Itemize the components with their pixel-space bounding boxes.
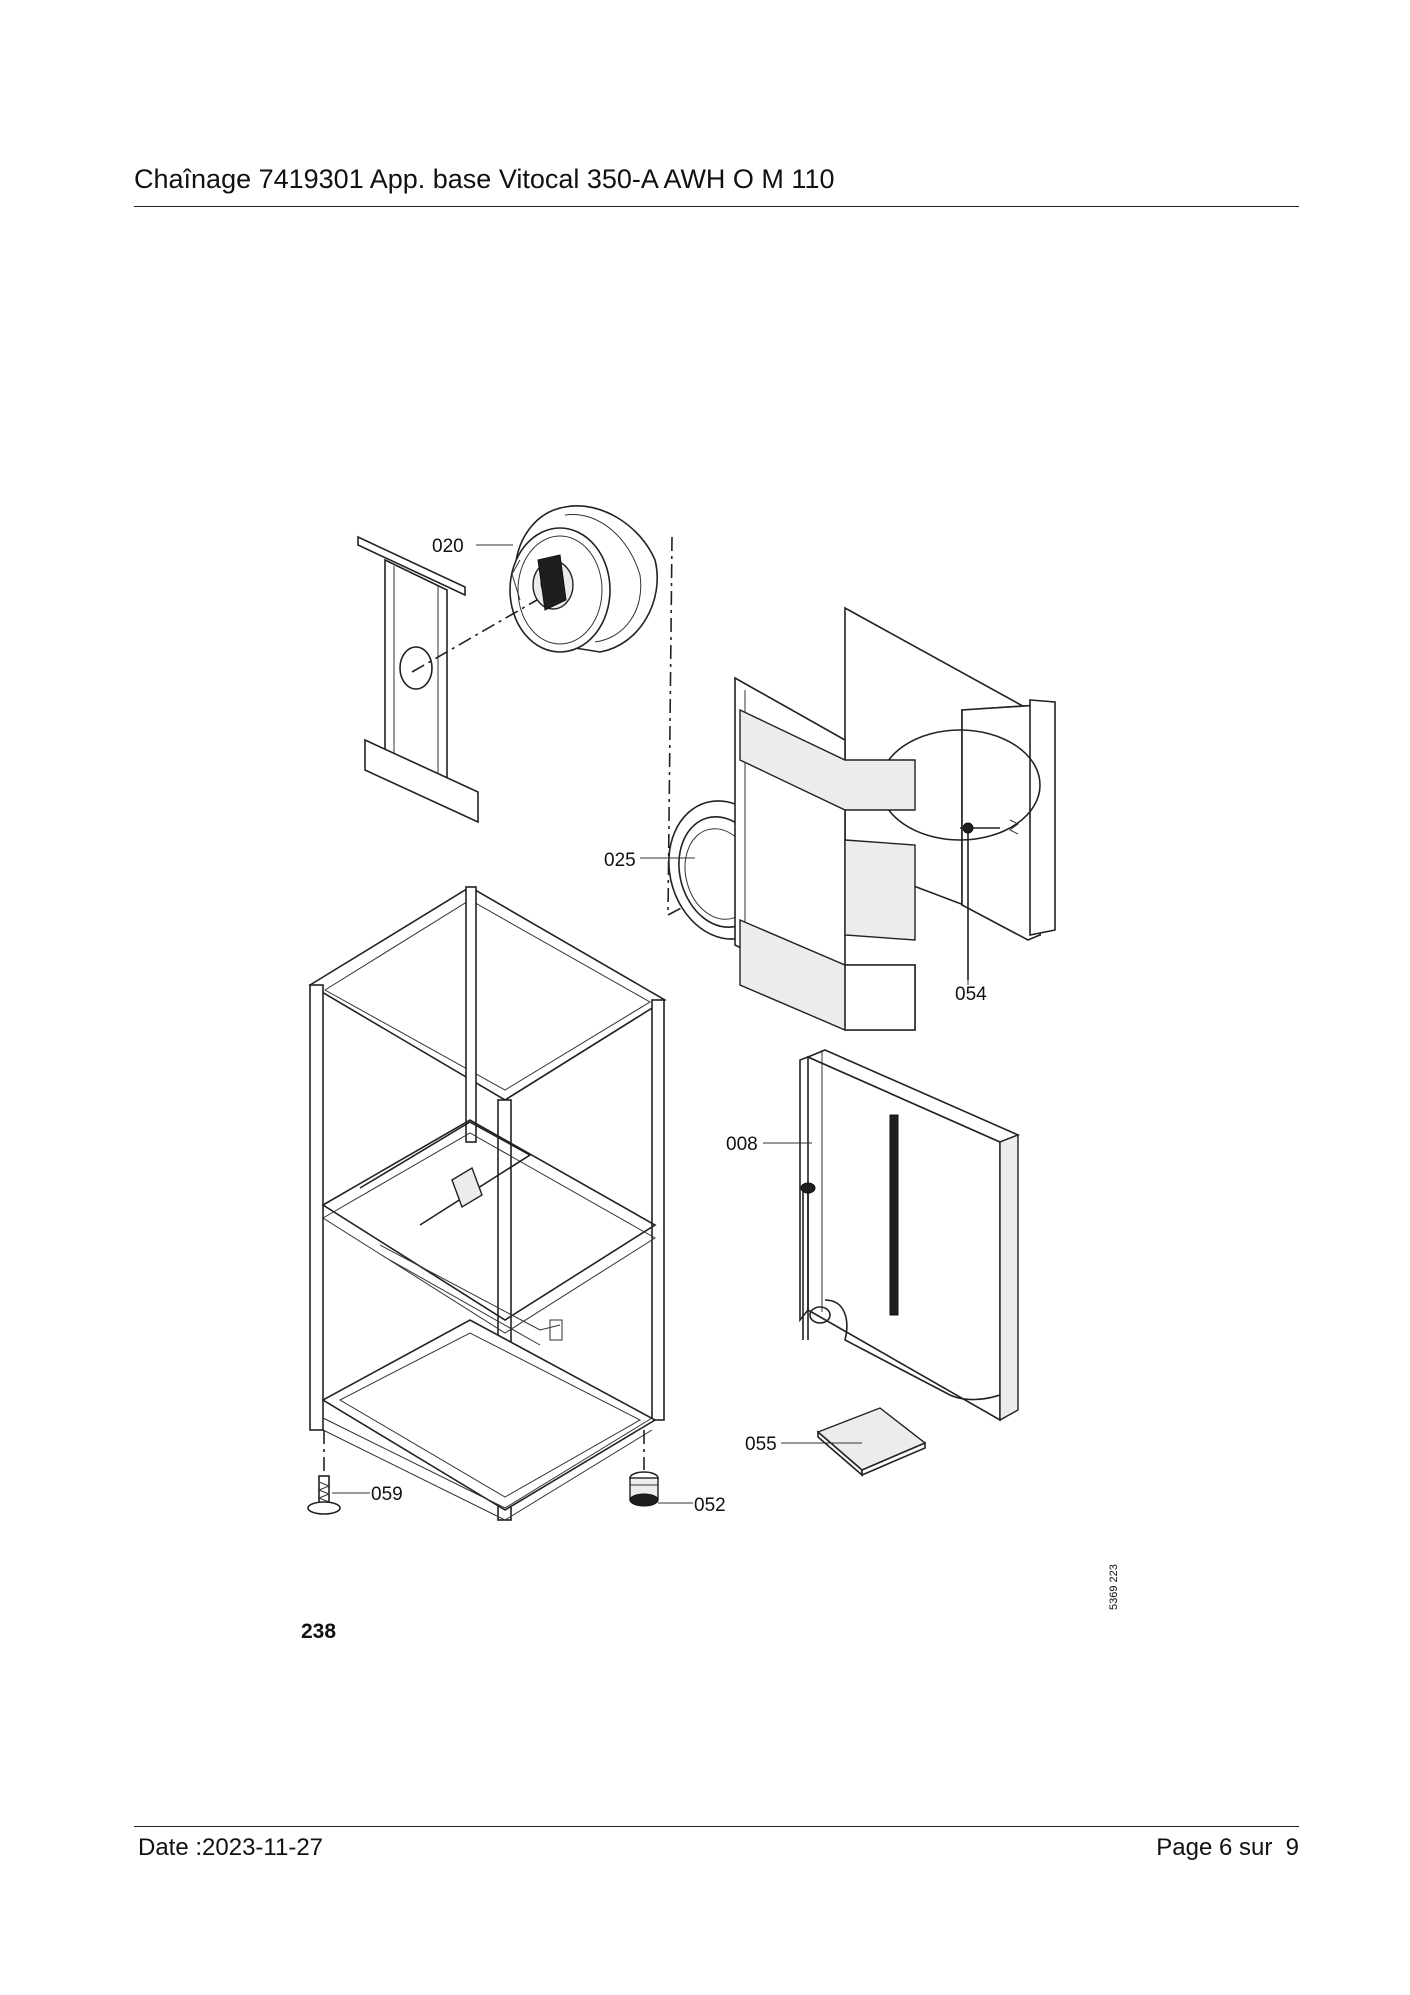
callout-020: 020	[432, 536, 464, 557]
fan-mounting-plate	[357, 535, 479, 824]
damper-foot	[629, 1430, 659, 1507]
footer-page-number: Page 6 sur 9	[1156, 1834, 1299, 1861]
footer-divider	[134, 1826, 1299, 1827]
footer-date: Date :2023-11-27	[138, 1834, 324, 1861]
leader-lines	[332, 544, 969, 1504]
page-title: Chaînage 7419301 App. base Vitocal 350-A…	[134, 164, 835, 194]
figure-number: 238	[301, 1620, 336, 1643]
callout-055: 055	[745, 1434, 777, 1455]
base-frame	[308, 886, 667, 1521]
callout-052: 052	[694, 1495, 726, 1516]
callout-025: 025	[604, 850, 636, 871]
air-guide-partition	[734, 606, 1056, 1031]
evaporator-coil	[799, 1049, 1021, 1422]
callout-054: 054	[955, 984, 987, 1005]
temperature-sensor	[960, 819, 1019, 980]
alignment-axis-vertical	[667, 536, 673, 916]
foot-screw	[307, 1430, 341, 1515]
header-divider	[134, 206, 1299, 207]
document-pack	[816, 1407, 927, 1477]
callout-059: 059	[371, 1484, 403, 1505]
callout-008: 008	[726, 1134, 758, 1155]
radial-fan	[509, 505, 658, 653]
drawing-code: 5369 223	[1108, 1564, 1120, 1610]
alignment-axis-fan	[411, 599, 538, 673]
